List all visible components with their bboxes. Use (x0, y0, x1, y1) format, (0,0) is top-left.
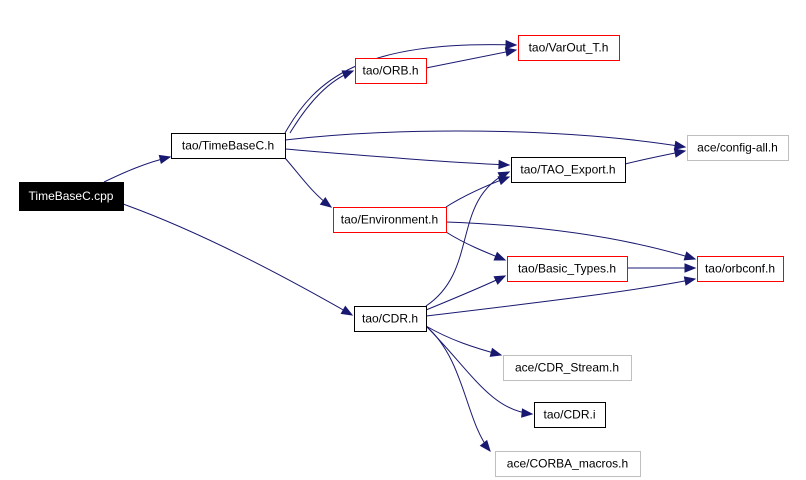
arrowhead-icon (493, 251, 507, 261)
edge-timebasec-h-to-orb-h (289, 70, 355, 134)
node-label: tao/Environment.h (341, 213, 438, 227)
edge-timebasec-h-to-varout-t-h (284, 39, 518, 134)
node-cdr-i[interactable]: tao/CDR.i (534, 402, 606, 428)
node-label: tao/orbconf.h (705, 262, 775, 276)
edge-line (425, 278, 696, 317)
edge-timebasec-h-to-config-all-h (284, 130, 687, 151)
edge-line (289, 70, 354, 134)
arrowhead-icon (505, 39, 518, 50)
arrowhead-icon (493, 275, 507, 285)
node-varout-t-h[interactable]: tao/VarOut_T.h (518, 35, 620, 61)
node-cdr-h[interactable]: tao/CDR.h (354, 306, 427, 332)
edge-line (284, 44, 517, 134)
node-basic-types-h[interactable]: tao/Basic_Types.h (507, 256, 628, 282)
edge-timebasec-h-to-tao-export-h (284, 148, 511, 170)
edge-layer (103, 39, 697, 453)
arrowhead-icon (673, 148, 687, 158)
node-label: tao/Basic_Types.h (518, 262, 616, 276)
arrowhead-icon (684, 263, 697, 273)
node-box (687, 135, 789, 161)
node-box (333, 207, 447, 233)
node-box (171, 133, 286, 159)
edge-line (425, 325, 491, 452)
edge-environment-h-to-basic-types-h (445, 231, 507, 261)
edge-line (284, 148, 510, 166)
node-timebasec-h[interactable]: tao/TimeBaseC.h (171, 133, 286, 159)
node-box (354, 306, 427, 332)
node-box (507, 256, 628, 282)
node-label: tao/CDR.h (362, 312, 418, 326)
arrowhead-icon (497, 171, 511, 181)
edge-environment-h-to-orbconf-h (445, 221, 697, 261)
arrowhead-icon (683, 251, 697, 261)
edge-cdr-h-to-tao-export-h (425, 171, 511, 307)
node-box (518, 35, 620, 61)
arrowhead-icon (319, 196, 333, 208)
edge-line (425, 171, 510, 307)
node-config-all-h: ace/config-all.h (687, 135, 789, 161)
node-label: tao/CDR.i (543, 408, 595, 422)
edge-timebasec-h-to-environment-h (284, 157, 333, 208)
node-box (19, 182, 124, 211)
edge-line (425, 49, 517, 69)
node-label: TimeBaseC.cpp (29, 189, 114, 203)
node-label: tao/TAO_Export.h (520, 163, 615, 177)
node-orb-h[interactable]: tao/ORB.h (355, 58, 427, 84)
edge-line (103, 156, 171, 183)
edge-cdr-h-to-cdr-stream-h (425, 325, 503, 357)
node-box (503, 355, 632, 381)
edge-line (425, 325, 502, 356)
arrowhead-icon (521, 408, 534, 418)
node-label: tao/ORB.h (362, 64, 418, 78)
node-label: ace/CDR_Stream.h (515, 361, 619, 375)
edge-cdr-h-to-orbconf-h (425, 276, 697, 317)
edge-line (284, 130, 686, 148)
edge-line (122, 203, 353, 316)
edge-cdr-h-to-corba-macros-h (425, 325, 491, 453)
node-box (534, 402, 606, 428)
node-label: tao/VarOut_T.h (529, 41, 609, 55)
arrowhead-icon (340, 305, 354, 316)
arrowhead-icon (504, 47, 518, 57)
node-tao-export-h[interactable]: tao/TAO_Export.h (511, 157, 626, 183)
node-orbconf-h[interactable]: tao/orbconf.h (697, 256, 784, 282)
node-label: ace/config-all.h (697, 141, 778, 155)
node-box (697, 256, 784, 282)
arrowhead-icon (489, 347, 503, 357)
arrowhead-icon (683, 276, 697, 286)
arrowhead-icon (498, 159, 511, 170)
edge-orb-h-to-varout-t-h (425, 47, 518, 69)
node-cdr-stream-h: ace/CDR_Stream.h (503, 355, 632, 381)
arrowhead-icon (341, 70, 355, 80)
edge-line (425, 275, 506, 311)
edge-basic-types-h-to-orbconf-h (627, 263, 697, 273)
arrowhead-icon (158, 154, 172, 165)
node-label: tao/TimeBaseC.h (182, 139, 274, 153)
node-box (511, 157, 626, 183)
node-label: ace/CORBA_macros.h (507, 457, 628, 471)
edge-line (445, 221, 696, 260)
edge-timebasec-cpp-to-cdr-h (122, 203, 354, 316)
node-corba-macros-h: ace/CORBA_macros.h (495, 451, 641, 477)
node-environment-h[interactable]: tao/Environment.h (333, 207, 447, 233)
node-box (495, 451, 641, 477)
arrowhead-icon (479, 439, 491, 453)
node-box (355, 58, 427, 84)
node-timebasec-cpp[interactable]: TimeBaseC.cpp (19, 182, 124, 211)
arrowhead-icon (673, 140, 687, 151)
edge-timebasec-cpp-to-timebasec-h (103, 154, 172, 183)
edge-cdr-h-to-basic-types-h (425, 275, 507, 311)
node-layer: TimeBaseC.cpp tao/TimeBaseC.h tao/ORB.h tao… (19, 35, 789, 477)
edge-tao-export-h-to-config-all-h (624, 148, 687, 165)
